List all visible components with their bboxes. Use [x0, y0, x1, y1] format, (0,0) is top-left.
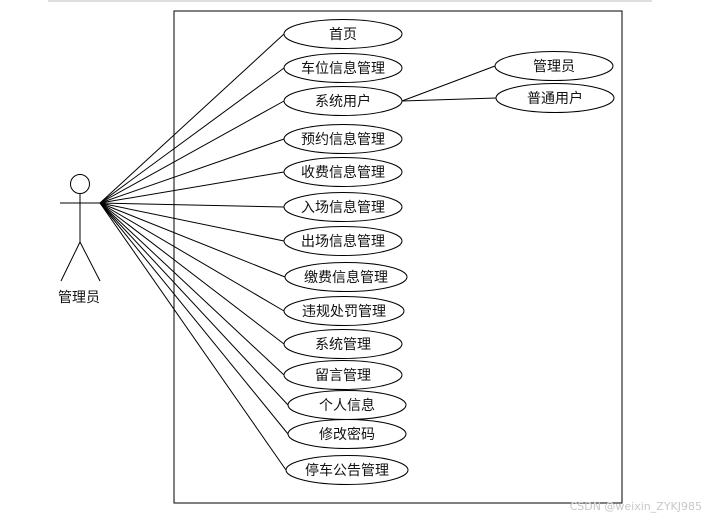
uc-charge[interactable]: 收费信息管理 — [283, 157, 403, 187]
sub-association-line — [401, 65, 496, 102]
use-case-label: 收费信息管理 — [301, 164, 385, 181]
use-case-ellipse — [283, 86, 403, 116]
system-boundary — [173, 10, 623, 504]
use-case-label: 普通用户 — [527, 90, 583, 107]
use-case-label: 入场信息管理 — [301, 199, 385, 216]
use-case-ellipse — [495, 83, 615, 113]
actor-right-leg — [79, 241, 101, 282]
actor-head — [70, 174, 90, 194]
association-line — [99, 202, 286, 278]
uc-message[interactable]: 留言管理 — [283, 360, 403, 390]
association-line — [99, 100, 285, 204]
sub-association-lines — [401, 65, 497, 102]
association-line — [99, 171, 285, 204]
uc-home[interactable]: 首页 — [283, 19, 403, 49]
association-line — [99, 202, 287, 471]
use-case-label: 首页 — [329, 27, 357, 43]
use-case-ellipse — [283, 296, 405, 326]
use-case-label: 预约信息管理 — [301, 131, 385, 148]
use-case-label: 车位信息管理 — [301, 60, 385, 77]
association-line — [99, 202, 285, 376]
uc-violation[interactable]: 违规处罚管理 — [283, 296, 405, 326]
use-case-label: 停车公告管理 — [305, 462, 389, 479]
uc-system-users[interactable]: 系统用户 — [283, 86, 403, 116]
actor-admin[interactable]: 管理员 — [58, 174, 101, 307]
actor-left-leg — [60, 241, 81, 282]
use-case-ellipse — [284, 262, 408, 292]
uc-entry[interactable]: 入场信息管理 — [283, 192, 403, 222]
use-case-label: 出场信息管理 — [301, 233, 385, 250]
association-line — [99, 138, 285, 204]
use-case-ellipse — [283, 192, 403, 222]
use-case-label: 管理员 — [533, 59, 575, 75]
use-case-ellipse — [283, 226, 403, 256]
watermark: CSDN @weixin_ZYKJ985 — [570, 500, 702, 513]
association-line — [99, 202, 289, 406]
uc-password[interactable]: 修改密码 — [287, 419, 407, 449]
uc-personal[interactable]: 个人信息 — [287, 390, 407, 420]
use-case-ellipse — [283, 329, 403, 359]
use-case-ellipse — [283, 19, 403, 49]
association-lines — [99, 33, 289, 471]
uc-parking-info[interactable]: 车位信息管理 — [283, 53, 403, 83]
use-case-label: 个人信息 — [319, 397, 375, 414]
use-case-label: 留言管理 — [315, 368, 371, 384]
association-line — [99, 202, 289, 435]
use-case-label: 系统管理 — [315, 337, 371, 353]
uc-payment[interactable]: 缴费信息管理 — [284, 262, 408, 292]
association-line — [99, 67, 285, 204]
association-line — [99, 202, 285, 312]
uc-system-mgmt[interactable]: 系统管理 — [283, 329, 403, 359]
uc-notice[interactable]: 停车公告管理 — [285, 455, 409, 485]
use-case-ellipse — [287, 419, 407, 449]
sub-user[interactable]: 普通用户 — [495, 83, 615, 113]
association-line — [99, 33, 285, 204]
uc-reservation[interactable]: 预约信息管理 — [283, 124, 403, 154]
association-line — [99, 202, 285, 345]
use-case-ellipse — [283, 124, 403, 154]
sub-association-line — [401, 97, 497, 102]
use-case-ellipse — [494, 51, 614, 81]
uc-exit[interactable]: 出场信息管理 — [283, 226, 403, 256]
use-case-ellipse — [283, 53, 403, 83]
use-case-label: 违规处罚管理 — [302, 304, 386, 320]
actor-label: 管理员 — [58, 290, 100, 306]
association-line — [99, 202, 285, 242]
use-case-label: 缴费信息管理 — [304, 269, 388, 286]
use-case-ellipse — [285, 455, 409, 485]
use-case-label: 系统用户 — [315, 93, 371, 110]
association-line — [99, 202, 285, 208]
use-case-label: 修改密码 — [319, 426, 375, 443]
use-case-ellipse — [283, 157, 403, 187]
sub-admin[interactable]: 管理员 — [494, 51, 614, 81]
use-case-ellipse — [283, 360, 403, 390]
